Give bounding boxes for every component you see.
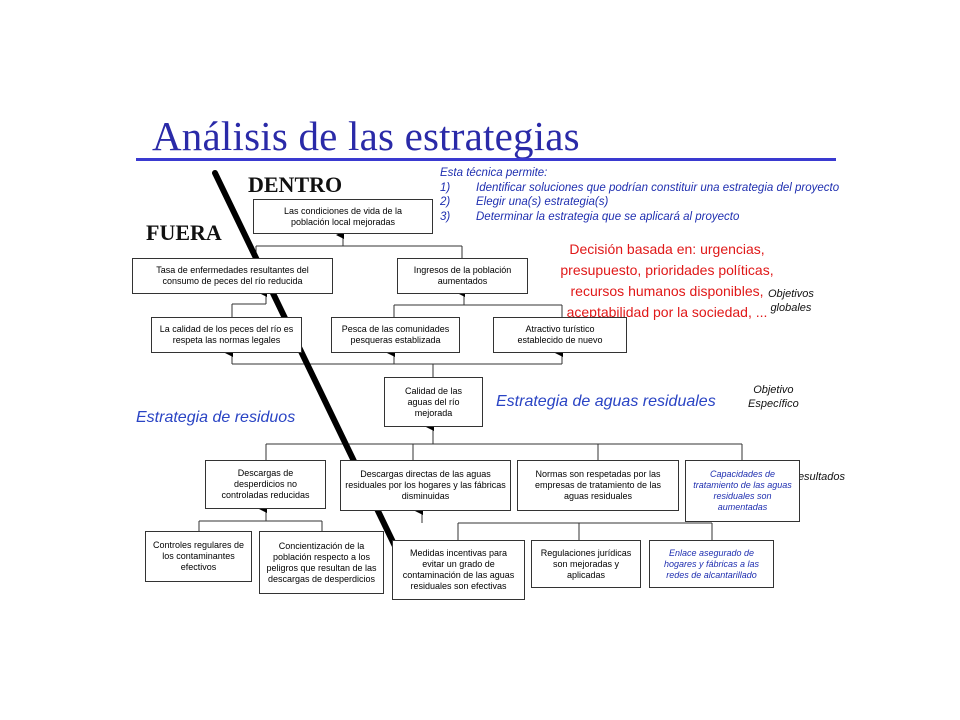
strategy-wastewater: Estrategia de aguas residuales bbox=[496, 393, 716, 410]
zone-label-inside: DENTRO bbox=[248, 172, 343, 197]
box-line: desperdicios no bbox=[233, 479, 298, 489]
box-line: Calidad de las bbox=[404, 385, 463, 396]
box-line: pesqueras establizada bbox=[350, 335, 441, 345]
box-line: residuales son bbox=[713, 491, 772, 501]
box-line: población respecto a los bbox=[272, 551, 371, 562]
box-line: aguas residuales bbox=[563, 491, 633, 501]
box-line: contaminación de las aguas bbox=[402, 570, 515, 580]
box-line: Enlace asegurado de bbox=[668, 547, 755, 558]
label-line: globales bbox=[770, 302, 812, 314]
box-line: respeta las normas legales bbox=[172, 335, 281, 345]
box-line: tratamiento de las aguas bbox=[693, 480, 792, 490]
box-line: peligros que resultan de las bbox=[266, 562, 377, 573]
intro-item: 1) Identificar soluciones que podrían con… bbox=[440, 181, 839, 196]
label-global-objectives: Objetivos globales bbox=[768, 287, 814, 315]
intro-item-number: 2) bbox=[440, 196, 451, 208]
box-line: efectivos bbox=[180, 562, 217, 572]
box-line: Pesca de las comunidades bbox=[341, 324, 450, 334]
intro-item-text: Determinar la estrategia que se aplicará… bbox=[476, 210, 740, 223]
box-line: descargas de desperdicios bbox=[267, 573, 376, 584]
box-line: empresas de tratamiento de las bbox=[534, 480, 662, 490]
box-line: establecido de nuevo bbox=[517, 335, 603, 345]
decision-line: presupuesto, prioridades políticas, bbox=[560, 262, 774, 278]
intro-item-number: 1) bbox=[440, 181, 451, 194]
box-line: aumentados bbox=[437, 276, 488, 286]
strategy-waste: Estrategia de residuos bbox=[136, 409, 296, 426]
box-line: evitar un grado de bbox=[422, 559, 495, 569]
box-line: La calidad de los peces del río es bbox=[159, 324, 294, 334]
box-line: población local mejoradas bbox=[290, 216, 396, 227]
box-line: Regulaciones jurídicas bbox=[540, 547, 632, 558]
title-underline bbox=[136, 158, 836, 161]
box-line: aumentadas bbox=[717, 502, 768, 512]
label-results: Resultados bbox=[790, 471, 846, 483]
box-line: aplicadas bbox=[566, 569, 606, 580]
decision-line: recursos humanos disponibles, bbox=[570, 283, 764, 299]
box-line: Descargas directas de las aguas bbox=[360, 469, 491, 479]
decision-line: Decisión basada en: urgencias, bbox=[569, 241, 765, 257]
zone-label-outside: FUERA bbox=[146, 220, 222, 245]
box-line: Concientización de la bbox=[278, 540, 365, 551]
intro-item: 2) Elegir una(s) estrategia(s) bbox=[440, 195, 839, 210]
decision-line: aceptabilidad por la sociedad, ... bbox=[566, 304, 768, 320]
intro-item: 3) Determinar la estrategia que se aplica… bbox=[440, 210, 839, 225]
label-line: Objetivos bbox=[768, 288, 814, 300]
box-line: Capacidades de bbox=[709, 469, 776, 479]
intro-item-text: Elegir una(s) estrategia(s) bbox=[476, 196, 609, 208]
intro-item-text: Identificar soluciones que podrían const… bbox=[476, 181, 840, 194]
page-title: Análisis de las estrategias bbox=[152, 113, 580, 159]
decision-criteria: Decisión basada en: urgencias, presupues… bbox=[556, 239, 778, 323]
technique-intro: Esta técnica permite: 1) Identificar solu… bbox=[440, 166, 839, 224]
box-line: hogares y fábricas a las bbox=[663, 558, 760, 569]
box-line: Descargas de bbox=[237, 468, 294, 478]
box-line: consumo de peces del río reducida bbox=[162, 276, 303, 286]
box-line: los contaminantes bbox=[162, 551, 235, 561]
box-line: Medidas incentivas para bbox=[409, 548, 508, 558]
divider-line bbox=[212, 170, 422, 599]
label-specific-objective: Objetivo Específico bbox=[748, 383, 799, 411]
box-line: Controles regulares de bbox=[152, 540, 245, 550]
box-line: Ingresos de la población bbox=[413, 265, 512, 275]
box-line: Atractivo turístico bbox=[525, 324, 595, 334]
intro-heading: Esta técnica permite: bbox=[440, 167, 548, 179]
box-line: mejorada bbox=[414, 407, 453, 418]
box-line: Normas son respetadas por las bbox=[535, 469, 661, 479]
box-line: Tasa de enfermedades resultantes del bbox=[156, 265, 309, 275]
box-line: disminuidas bbox=[401, 491, 450, 501]
box-line: redes de alcantarillado bbox=[666, 569, 757, 580]
label-line: Específico bbox=[748, 398, 799, 410]
label-line: Objetivo bbox=[753, 384, 794, 396]
box-line: residuales por los hogares y las fábrica… bbox=[345, 480, 506, 490]
box-line: aguas del río bbox=[407, 396, 460, 407]
box-line: Las condiciones de vida de la bbox=[283, 205, 403, 216]
box-line: son mejoradas y bbox=[552, 558, 620, 569]
box-line: residuales son efectivas bbox=[410, 581, 507, 591]
intro-item-number: 3) bbox=[440, 210, 451, 223]
box-line: controladas reducidas bbox=[221, 490, 310, 500]
